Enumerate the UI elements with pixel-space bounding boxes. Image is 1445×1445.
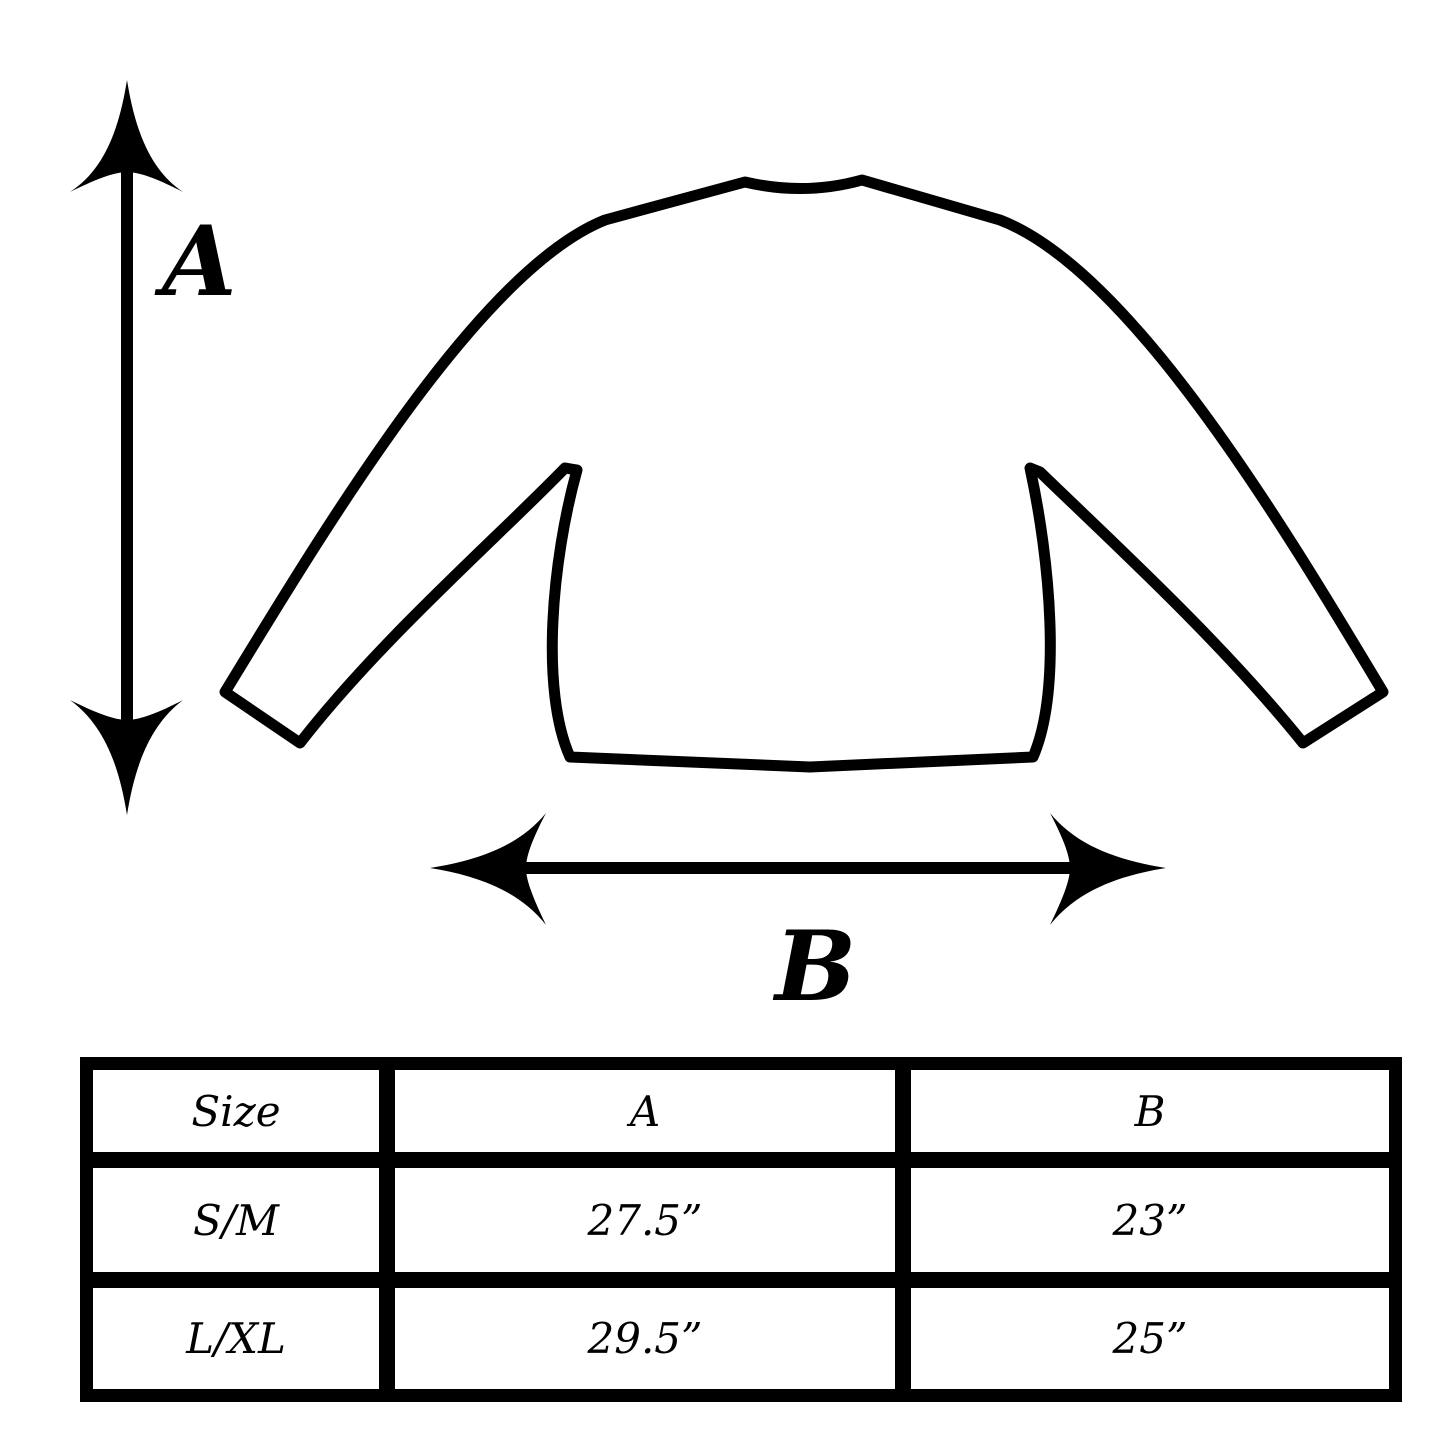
horizontal-arrow-b [430, 813, 1166, 925]
sweater-outline [219, 174, 1389, 773]
vertical-arrow-a [70, 80, 183, 815]
row-sm-size: S/M [193, 1195, 279, 1245]
column-divider [379, 1070, 395, 1389]
row-divider [93, 1152, 1389, 1168]
row-lxl-size: L/XL [186, 1314, 286, 1363]
column-divider [895, 1070, 911, 1389]
label-a: A [162, 205, 237, 318]
label-b: B [775, 910, 857, 1023]
row-sm-a: 27.5” [587, 1195, 703, 1245]
header-size: Size [191, 1086, 281, 1136]
row-sm-b: 23” [1112, 1195, 1188, 1245]
row-lxl-a: 29.5” [587, 1314, 703, 1363]
header-a: A [629, 1086, 661, 1136]
size-table: Size A B S/M 27.5” 23” L/XL 29.5” 25” [80, 1057, 1402, 1402]
row-lxl-b: 25” [1112, 1314, 1188, 1363]
header-b: B [1134, 1086, 1166, 1136]
row-divider [93, 1272, 1389, 1288]
